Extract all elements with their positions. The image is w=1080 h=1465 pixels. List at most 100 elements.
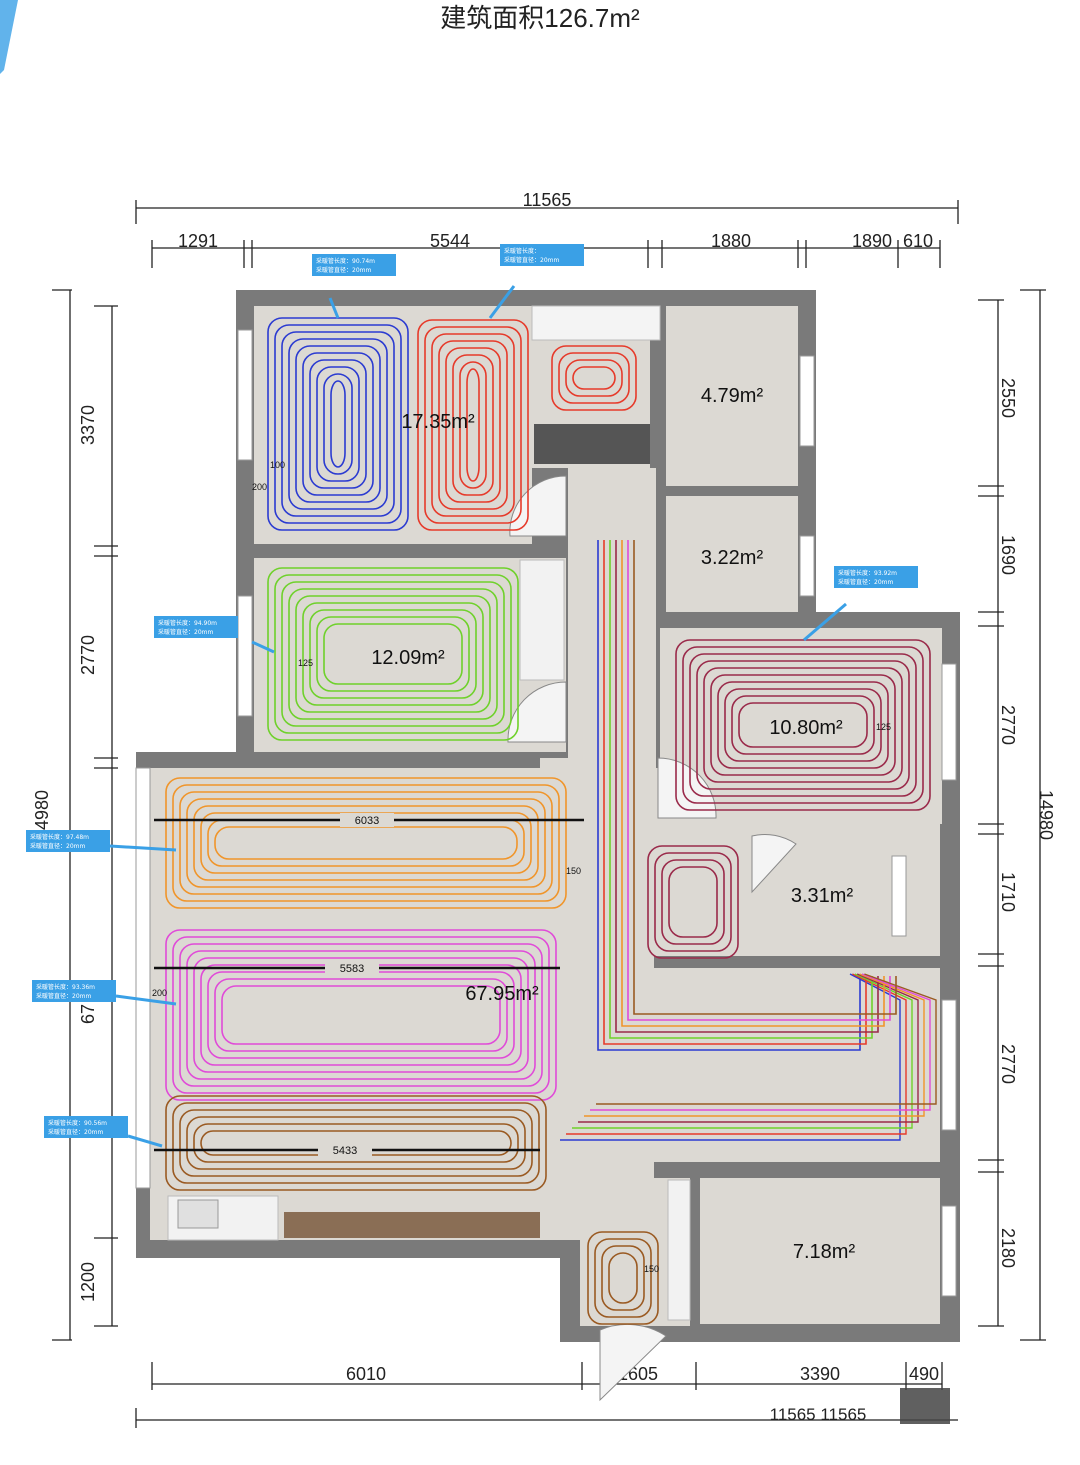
pipe-ring	[703, 667, 903, 783]
pipe-ring	[186, 798, 546, 888]
pipe-ring	[731, 695, 875, 755]
kitchen-counter	[284, 1212, 540, 1238]
pipe-ring	[424, 326, 522, 524]
dim-top-4: 1890	[852, 231, 892, 251]
heating-loop-entry	[587, 1231, 659, 1325]
pipe-tag: 采暖管长度：93.92m 采暖管直径：20mm	[803, 566, 918, 642]
pipe-ring	[193, 805, 539, 881]
main-pipe	[596, 973, 937, 1105]
main-pipe	[584, 973, 925, 1117]
pipe-ring	[565, 359, 623, 397]
dim-top-1: 1291	[178, 231, 218, 251]
pipe-ring	[179, 1109, 533, 1177]
dim-right-total: 14980	[1036, 790, 1056, 840]
pipe-ring	[281, 331, 395, 517]
area-living-room: 67.95m²	[465, 983, 539, 1005]
pipe-tag: 采暖管长度： 采暖管直径：20mm	[488, 244, 584, 319]
svg-text:采暖管直径：20mm: 采暖管直径：20mm	[30, 842, 85, 850]
pipe-ring	[281, 581, 505, 727]
main-pipe	[566, 973, 907, 1135]
main-pipe	[597, 540, 861, 1051]
sink-icon	[177, 1199, 219, 1229]
pipe-ring	[647, 845, 739, 959]
main-pipe	[609, 540, 873, 1039]
spacing-label: 150	[644, 1264, 659, 1274]
pipe-ring	[558, 352, 630, 404]
pipe-ring	[601, 1245, 645, 1311]
dim-left-1: 3370	[78, 405, 98, 445]
main-pipe	[627, 540, 891, 1021]
floor-corridor	[568, 468, 656, 768]
area-room-mid-right: 3.22m²	[701, 547, 764, 569]
pipe-tag: 采暖管长度：94.90m 采暖管直径：20mm	[154, 616, 275, 654]
pipe-ring	[551, 345, 637, 411]
main-pipe	[578, 973, 919, 1123]
pipe-ring	[302, 352, 374, 496]
pipe-ring	[675, 639, 931, 811]
pipe-ring	[267, 567, 519, 741]
svg-text:采暖管长度：90.74m: 采暖管长度：90.74m	[316, 257, 375, 265]
pipe-ring	[165, 777, 567, 909]
svg-text:采暖管长度：: 采暖管长度：	[504, 247, 540, 255]
pipe-ring	[165, 1095, 547, 1191]
door-bath	[751, 834, 797, 894]
door-bedroom-2	[507, 681, 567, 743]
area-bedroom-right: 10.80m²	[769, 717, 843, 739]
svg-text:采暖管直径：20mm: 采暖管直径：20mm	[316, 266, 371, 274]
dim-top-total: 11565	[523, 190, 572, 210]
area-room-top-right: 4.79m²	[701, 385, 764, 407]
pipe-ring	[572, 366, 616, 390]
pipe-ring	[309, 609, 477, 699]
area-room-bottom-right: 7.18m²	[793, 1241, 856, 1263]
pipe-tag: 采暖管长度：93.36m 采暖管直径：20mm	[32, 980, 177, 1006]
spacing-label: 125	[298, 658, 313, 668]
pipe-ring	[738, 702, 868, 748]
pipe-ring	[323, 373, 353, 475]
guide-length-1: 6033	[355, 815, 379, 827]
pipe-tag: 采暖管长度：97.48m 采暖管直径：20mm	[26, 830, 177, 852]
heating-loop-maroon	[675, 639, 931, 811]
dim-bottom-4: 490	[909, 1364, 939, 1384]
dim-left-total: 14980	[32, 790, 52, 840]
pipe-ring	[654, 852, 732, 952]
guide-length-2: 5583	[340, 963, 364, 975]
heating-loop-brown	[165, 1095, 547, 1191]
pipe-ring	[661, 859, 725, 945]
dim-bottom-total: 11565 11565	[770, 1405, 867, 1424]
pipe-ring	[724, 688, 882, 762]
heating-loop-orange	[165, 777, 567, 909]
pipe-ring	[295, 595, 491, 713]
spacing-label: 200	[252, 482, 267, 492]
svg-text:采暖管直径：20mm: 采暖管直径：20mm	[48, 1128, 103, 1136]
pipe-ring	[179, 791, 553, 895]
pipe-ring	[696, 660, 910, 790]
area-bedroom-mid-left: 12.09m²	[371, 647, 445, 669]
pipe-ring	[221, 985, 501, 1045]
dimension-lines	[52, 200, 1046, 1428]
main-pipe	[633, 540, 897, 1015]
page-title: 建筑面积126.7m²	[440, 3, 640, 33]
pipe-ring	[459, 361, 487, 489]
pipe-ring	[302, 602, 484, 706]
pipe-ring	[323, 623, 463, 685]
spacing-label: 150	[566, 866, 581, 876]
pipe-ring	[438, 340, 508, 510]
pipe-ring	[594, 1238, 652, 1318]
svg-text:采暖管长度：94.90m: 采暖管长度：94.90m	[158, 619, 217, 627]
area-bath-right: 3.31m²	[791, 885, 854, 907]
pipe-ring	[193, 957, 529, 1073]
pipe-ring	[172, 936, 550, 1094]
pipe-ring	[295, 345, 381, 503]
dim-bottom-3: 3390	[800, 1364, 840, 1384]
pipe-ring	[288, 338, 388, 510]
pipe-ring	[274, 574, 512, 734]
heating-loop-red	[417, 319, 529, 531]
svg-text:采暖管长度：93.92m: 采暖管长度：93.92m	[838, 569, 897, 577]
pipe-ring	[466, 368, 480, 482]
floor-room-top-right	[666, 306, 798, 486]
pipe-ring	[165, 929, 557, 1101]
guide-length-3: 5433	[333, 1145, 357, 1157]
dim-left-4: 1200	[78, 1262, 98, 1302]
pipe-ring	[417, 319, 529, 531]
